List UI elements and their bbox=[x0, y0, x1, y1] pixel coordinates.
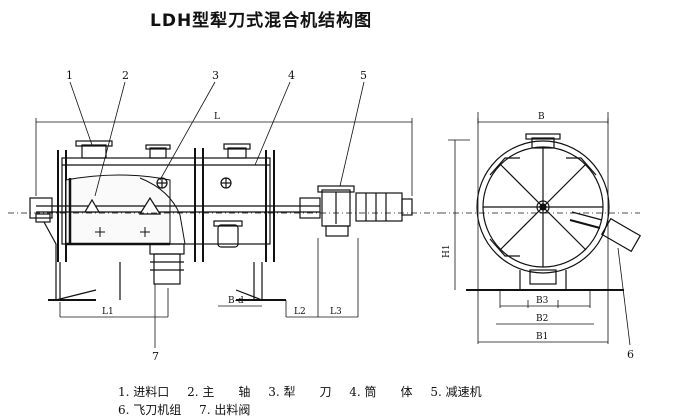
discharge-valve bbox=[149, 243, 185, 285]
dim-B3: B3 bbox=[536, 296, 549, 306]
inlet-port-3 bbox=[223, 143, 251, 159]
dim-L3: L3 bbox=[330, 307, 342, 317]
dim-B: B bbox=[538, 112, 545, 122]
legend-item-drum: 4. 筒 体 bbox=[349, 385, 413, 399]
dim-B2: B2 bbox=[536, 314, 548, 324]
callout-2: 2 bbox=[122, 69, 129, 82]
legend-item-reducer: 5. 减速机 bbox=[430, 385, 482, 399]
inlet-port-1 bbox=[75, 140, 113, 159]
legend-item-flying-knife: 6. 飞刀机组 bbox=[118, 403, 182, 417]
dim-L: L bbox=[214, 112, 220, 122]
legend-item-inlet: 1. 进料口 bbox=[118, 385, 170, 399]
dim-H1: H1 bbox=[442, 244, 452, 258]
callout-1: 1 bbox=[66, 69, 73, 82]
inlet-port-2 bbox=[145, 144, 171, 159]
callout-6: 6 bbox=[627, 348, 634, 361]
leader-lines bbox=[69, 81, 631, 348]
callout-7: 7 bbox=[152, 350, 159, 363]
cutaway-section bbox=[65, 174, 186, 246]
dim-L2: L2 bbox=[294, 307, 306, 317]
callout-5: 5 bbox=[360, 69, 367, 82]
flying-knife-housing-left bbox=[213, 220, 243, 248]
dimension-lines-left bbox=[8, 118, 440, 318]
legend-row-2: 6. 飞刀机组 7. 出料阀 bbox=[118, 401, 264, 418]
support-legs bbox=[43, 221, 286, 301]
dim-B1: B1 bbox=[536, 332, 548, 342]
legend-row-1: 1. 进料口 2. 主 轴 3. 犁 刀 4. 筒 体 5. 减速机 bbox=[118, 383, 496, 400]
dim-Bd: B-d bbox=[228, 296, 244, 306]
flying-knife-unit bbox=[569, 211, 642, 253]
end-view-drum bbox=[476, 133, 610, 290]
diagram-title: LDH型犁刀式混合机结构图 bbox=[150, 11, 373, 31]
gear-reducer bbox=[317, 185, 355, 237]
main-shaft bbox=[29, 197, 321, 223]
legend-item-main-shaft: 2. 主 轴 bbox=[187, 385, 251, 399]
callout-3: 3 bbox=[212, 69, 219, 82]
plough-blade bbox=[83, 177, 168, 215]
legend-item-plough-blade: 3. 犁 刀 bbox=[268, 385, 332, 399]
callout-4: 4 bbox=[288, 69, 295, 82]
drive-motor bbox=[355, 192, 413, 222]
dim-L1: L1 bbox=[102, 307, 114, 317]
legend-item-discharge-valve: 7. 出料阀 bbox=[199, 403, 251, 417]
end-view-frame bbox=[440, 112, 640, 344]
